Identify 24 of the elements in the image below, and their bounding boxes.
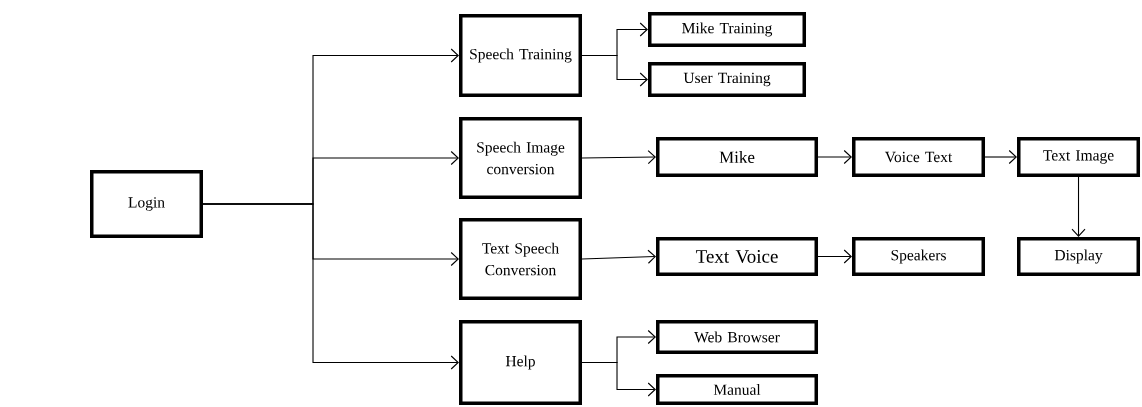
process-box: Manual (656, 374, 818, 405)
process-box: Text Voice (656, 237, 818, 276)
process-box: Login (90, 170, 203, 238)
arrow (202, 203, 459, 370)
arrow (581, 150, 656, 165)
arrow (581, 361, 656, 397)
process-box: User Training (648, 62, 806, 97)
arrow (581, 249, 656, 264)
process-box: Help (459, 320, 582, 405)
process-box: Text Image (1017, 137, 1140, 177)
process-box: Display (1017, 237, 1140, 276)
process-box: Mike (656, 137, 818, 177)
process-box: Speech Image conversion (459, 117, 582, 199)
arrow (984, 149, 1017, 165)
process-box: Speech Training (459, 14, 582, 97)
arrow (1071, 176, 1086, 237)
arrow (581, 54, 648, 87)
process-box: Text Speech Conversion (459, 218, 582, 300)
arrow (817, 249, 852, 264)
arrow (817, 149, 852, 165)
process-box: Web Browser (656, 320, 818, 354)
process-box: Speakers (852, 237, 985, 276)
process-box: Voice Text (852, 137, 985, 177)
process-box: Mike Training (648, 12, 806, 47)
